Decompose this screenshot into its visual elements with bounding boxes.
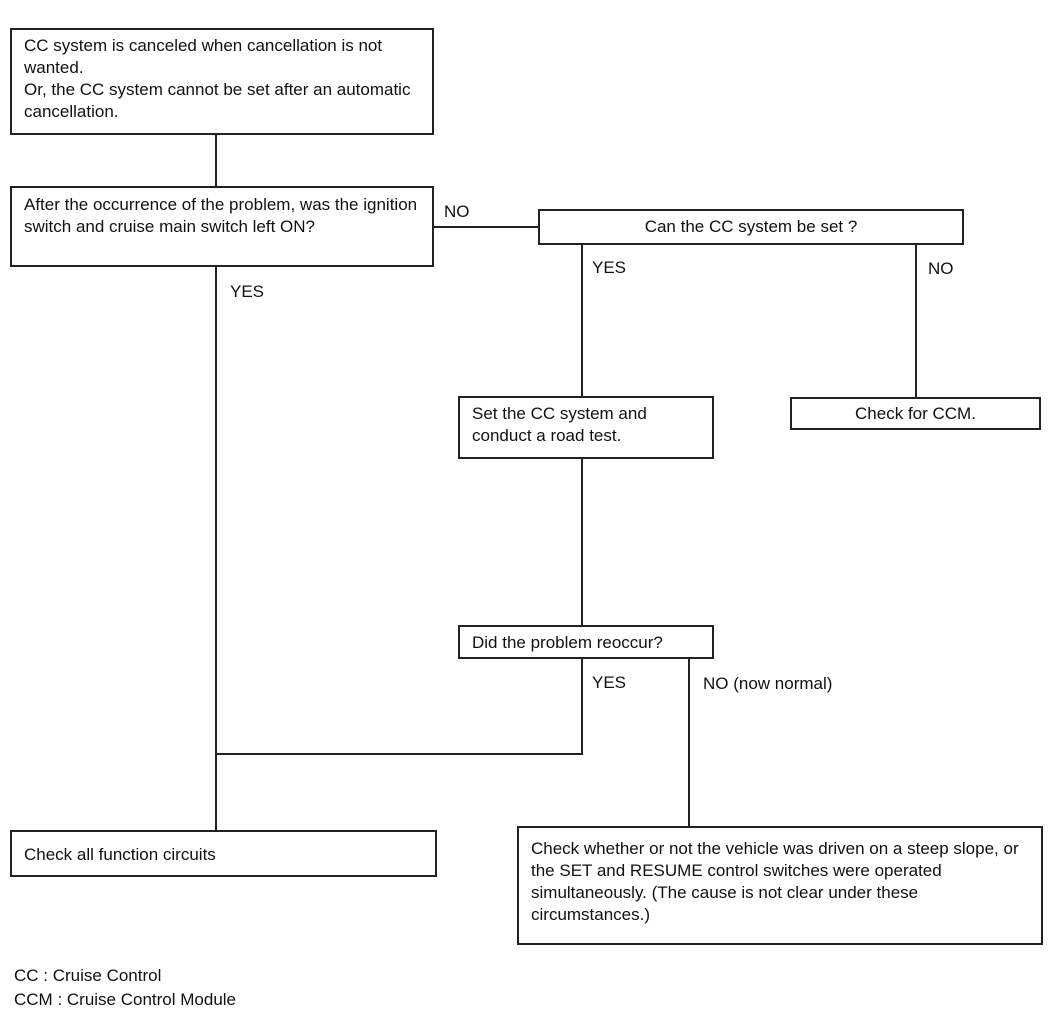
can-set-yes-label: YES (592, 258, 627, 277)
start-box: CC system is canceled when cancellation … (10, 28, 434, 135)
ignition-question-box: After the occurrence of the problem, was… (10, 186, 434, 267)
reoccur-yes-label: YES (592, 673, 627, 692)
legend: CC : Cruise Control CCM : Cruise Control… (14, 964, 236, 1012)
road-test-box: Set the CC system and conduct a road tes… (458, 396, 714, 459)
reoccur-no-label: NO (now normal) (703, 674, 833, 693)
check-ccm-box: Check for CCM. (790, 397, 1041, 430)
ignition-yes-label: YES (230, 282, 265, 301)
legend-item-ccm: CCM : Cruise Control Module (14, 990, 237, 1009)
can-set-no-label: NO (928, 259, 954, 278)
ignition-no-label: NO (444, 202, 470, 221)
can-set-question-box: Can the CC system be set ? (538, 209, 964, 245)
check-driving-box: Check whether or not the vehicle was dri… (517, 826, 1043, 945)
check-circuits-box: Check all function circuits (10, 830, 437, 877)
connector-reoccur-yes-to-circuits (216, 659, 583, 755)
legend-item-cc: CC : Cruise Control (14, 966, 162, 985)
reoccur-question-box: Did the problem reoccur? (458, 625, 714, 659)
